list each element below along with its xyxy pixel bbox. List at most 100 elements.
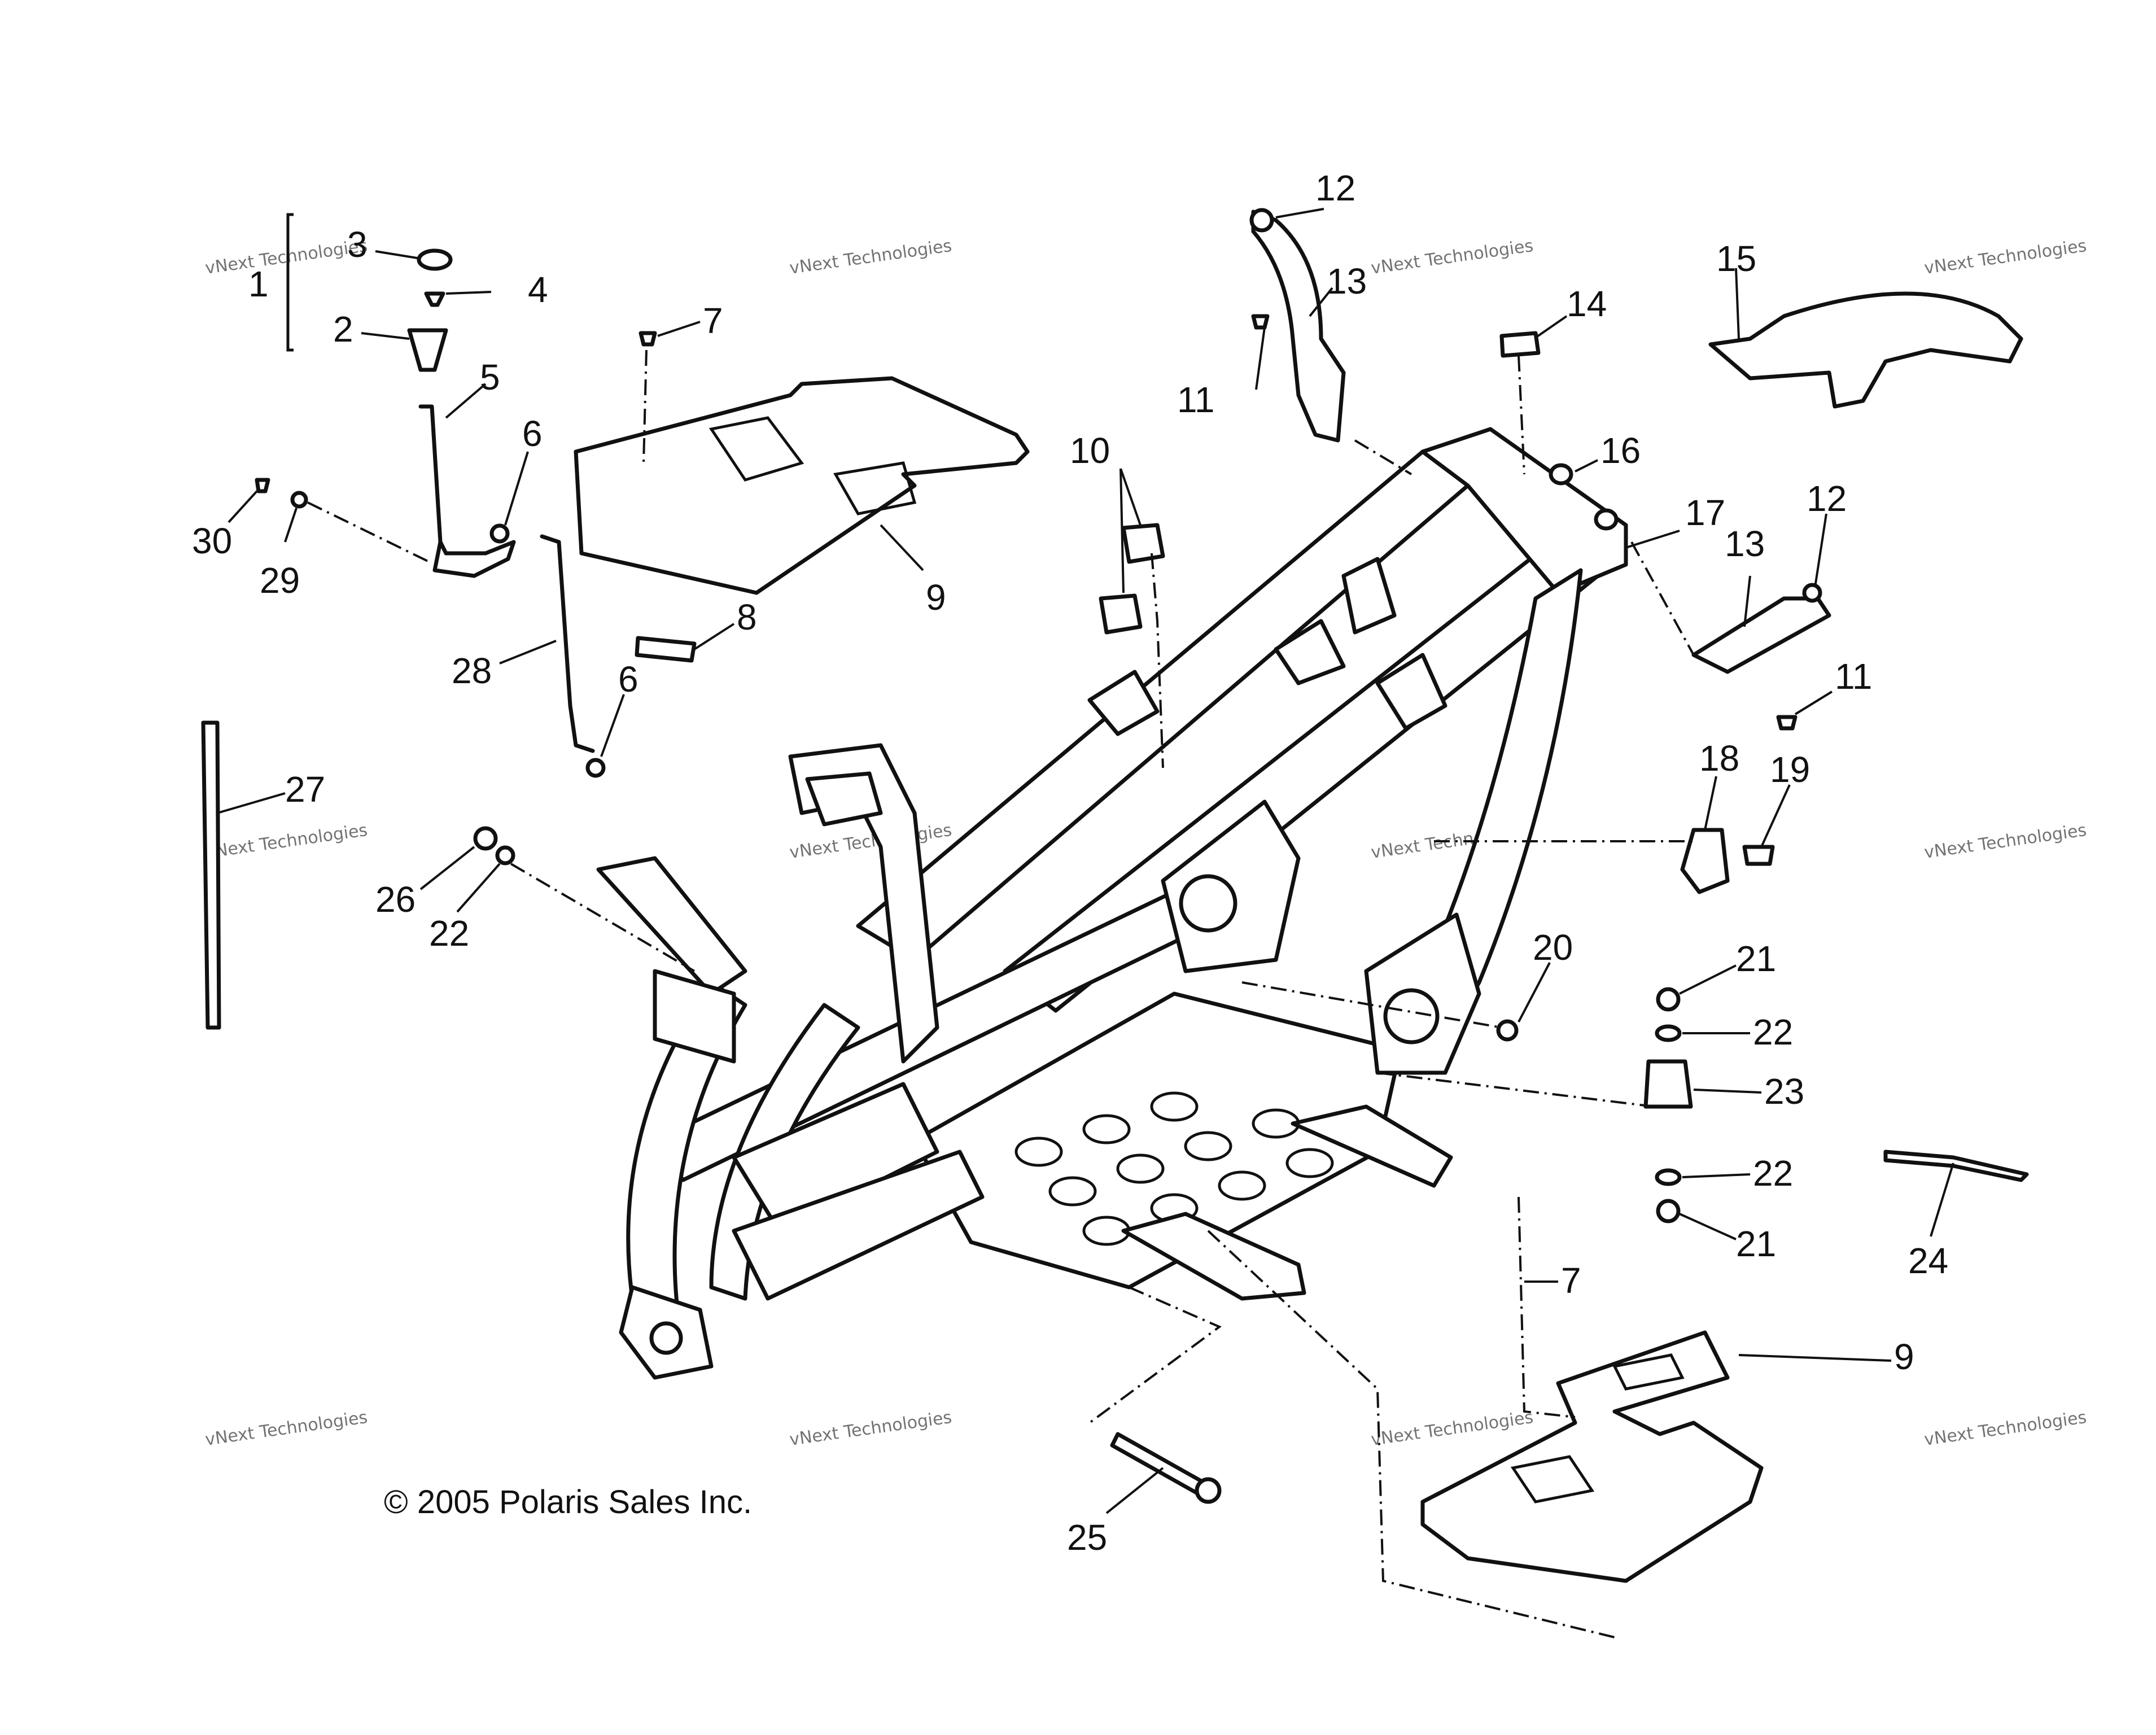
ref-line-7-top — [642, 349, 648, 464]
callout-8: 8 — [737, 597, 757, 637]
frame-front-plate-lower — [653, 969, 736, 1064]
watermark-text: vNext Technologies — [788, 236, 953, 278]
reference-lines — [307, 349, 1695, 1638]
part-30-bolt — [255, 478, 270, 493]
copyright-text: © 2005 Polaris Sales Inc. — [384, 1484, 752, 1520]
callout-2: 2 — [333, 309, 353, 349]
frame-pivot-right — [1383, 988, 1440, 1045]
ref-line-25 — [1088, 1286, 1222, 1424]
callout-30: 30 — [192, 521, 232, 561]
callout-26: 26 — [375, 879, 416, 920]
ref-line-30 — [307, 501, 430, 563]
part-27-rod — [201, 720, 221, 1030]
callout-14: 14 — [1567, 283, 1607, 324]
part-11-bolt-right — [1776, 715, 1798, 731]
part-10-bushing-lower — [1099, 593, 1143, 635]
watermark-text: vNext Technologies — [204, 1408, 369, 1450]
rack-top-cutout — [709, 416, 804, 482]
watermark-text: vNext Technologies — [788, 1408, 953, 1450]
part-20-nut — [1496, 1019, 1519, 1042]
watermark-bottom-left: vNext Technologies — [204, 1408, 369, 1450]
part-29-washer — [290, 491, 308, 509]
watermark-top-center: vNext Technologies — [788, 236, 953, 278]
part-26-nut — [473, 826, 498, 851]
part-21-nut-bottom — [1656, 1199, 1681, 1223]
frame-rear-crossmember — [1420, 427, 1628, 595]
callout-9-bottom: 9 — [1894, 1336, 1914, 1377]
ref-line-22-left — [510, 863, 696, 972]
callout-20: 20 — [1533, 927, 1573, 968]
fuel-cap-assembly — [286, 213, 453, 372]
callout-12-right: 12 — [1807, 478, 1847, 519]
callout-22-left: 22 — [429, 913, 469, 954]
watermark-text: vNext Technologies — [1370, 236, 1534, 278]
callout-11-left: 11 — [1177, 379, 1214, 420]
callout-27: 27 — [285, 769, 325, 810]
callouts: 1 2 3 4 5 6 6 7 7 8 9 9 10 11 11 12 12 1… — [192, 168, 1948, 1558]
bracket-assembly-1 — [286, 213, 294, 352]
callout-28: 28 — [452, 650, 492, 691]
right-side-bracket-assembly — [1249, 208, 2023, 894]
callout-1: 1 — [248, 264, 269, 304]
part-24-tie-strap — [1883, 1150, 2029, 1182]
ref-line-13-right — [1630, 541, 1695, 655]
watermark-bottom-right-center: vNext Technologies — [1370, 1408, 1534, 1450]
rack-bottom-cutout — [1510, 1455, 1595, 1504]
part-8-pin — [635, 636, 697, 663]
part-12-nut-left — [1249, 208, 1274, 233]
watermark-bottom-right: vNext Technologies — [1923, 1408, 2088, 1450]
part-6-nut-bottom — [585, 758, 606, 778]
ref-line-13-left — [1354, 439, 1412, 475]
callout-17: 17 — [1685, 492, 1725, 533]
part-22-washer-top — [1655, 1024, 1682, 1042]
part-14-cap — [1499, 331, 1541, 358]
frame-tab-3 — [1375, 653, 1447, 731]
frame-front-plate — [805, 771, 883, 827]
callout-23: 23 — [1764, 1071, 1804, 1112]
engine-mount-assembly — [1496, 987, 1693, 1223]
ref-line-7-bottom — [1517, 1196, 1576, 1418]
main-frame — [596, 427, 1628, 1380]
watermark-bottom-center: vNext Technologies — [788, 1408, 953, 1450]
watermark-top-left: vNext Technologies — [204, 236, 369, 278]
brake-lever-assembly — [255, 404, 697, 778]
part-2-filler-neck — [407, 328, 448, 372]
callout-12-left: 12 — [1315, 168, 1355, 208]
watermark-text: vNext Technologies — [1923, 236, 2088, 278]
watermark-mid-right: vNext Technologies — [1923, 820, 2088, 863]
part-18-clamp — [1680, 828, 1730, 894]
ref-line-20 — [1241, 981, 1502, 1029]
callout-15: 15 — [1716, 238, 1756, 279]
part-11-bolt-left — [1251, 314, 1270, 330]
callout-4: 4 — [528, 269, 548, 310]
callout-24: 24 — [1908, 1240, 1948, 1281]
callout-13-left: 13 — [1327, 261, 1367, 301]
frame-pivot-left — [1179, 874, 1237, 933]
callout-6-top: 6 — [522, 413, 543, 454]
callout-7-bottom: 7 — [1561, 1260, 1581, 1301]
frame-tab-2 — [1274, 619, 1346, 685]
rack-bottom-cutout-2 — [1612, 1353, 1685, 1391]
part-21-nut-top — [1656, 987, 1681, 1012]
part-15-grab-bar — [1708, 291, 2023, 409]
part-16-nut-b — [1594, 508, 1619, 531]
part-13-bracket-left — [1251, 209, 1346, 443]
frame-front-eye — [649, 1321, 683, 1355]
part-12-nut-right — [1802, 583, 1822, 603]
callout-25: 25 — [1067, 1517, 1107, 1558]
watermark-top-right: vNext Technologies — [1923, 236, 2088, 278]
rear-rack-plate-lower — [1420, 1330, 1764, 1583]
callout-22-bottom: 22 — [1753, 1153, 1793, 1194]
frame-tab-1 — [1087, 670, 1160, 736]
rear-rack-plate — [574, 331, 1030, 595]
frame-arm-mount-upper — [732, 1082, 939, 1233]
callout-29: 29 — [260, 560, 300, 601]
watermark-text: vNext Technologies — [1923, 820, 2088, 863]
callout-22-mid: 22 — [1753, 1012, 1793, 1052]
ref-line-10 — [1151, 553, 1164, 768]
part-9-rack-top — [574, 376, 1030, 595]
rack-top-cutout-2 — [833, 461, 917, 515]
callout-3: 3 — [347, 224, 368, 265]
watermark-text: vNext Technologies — [204, 820, 369, 863]
